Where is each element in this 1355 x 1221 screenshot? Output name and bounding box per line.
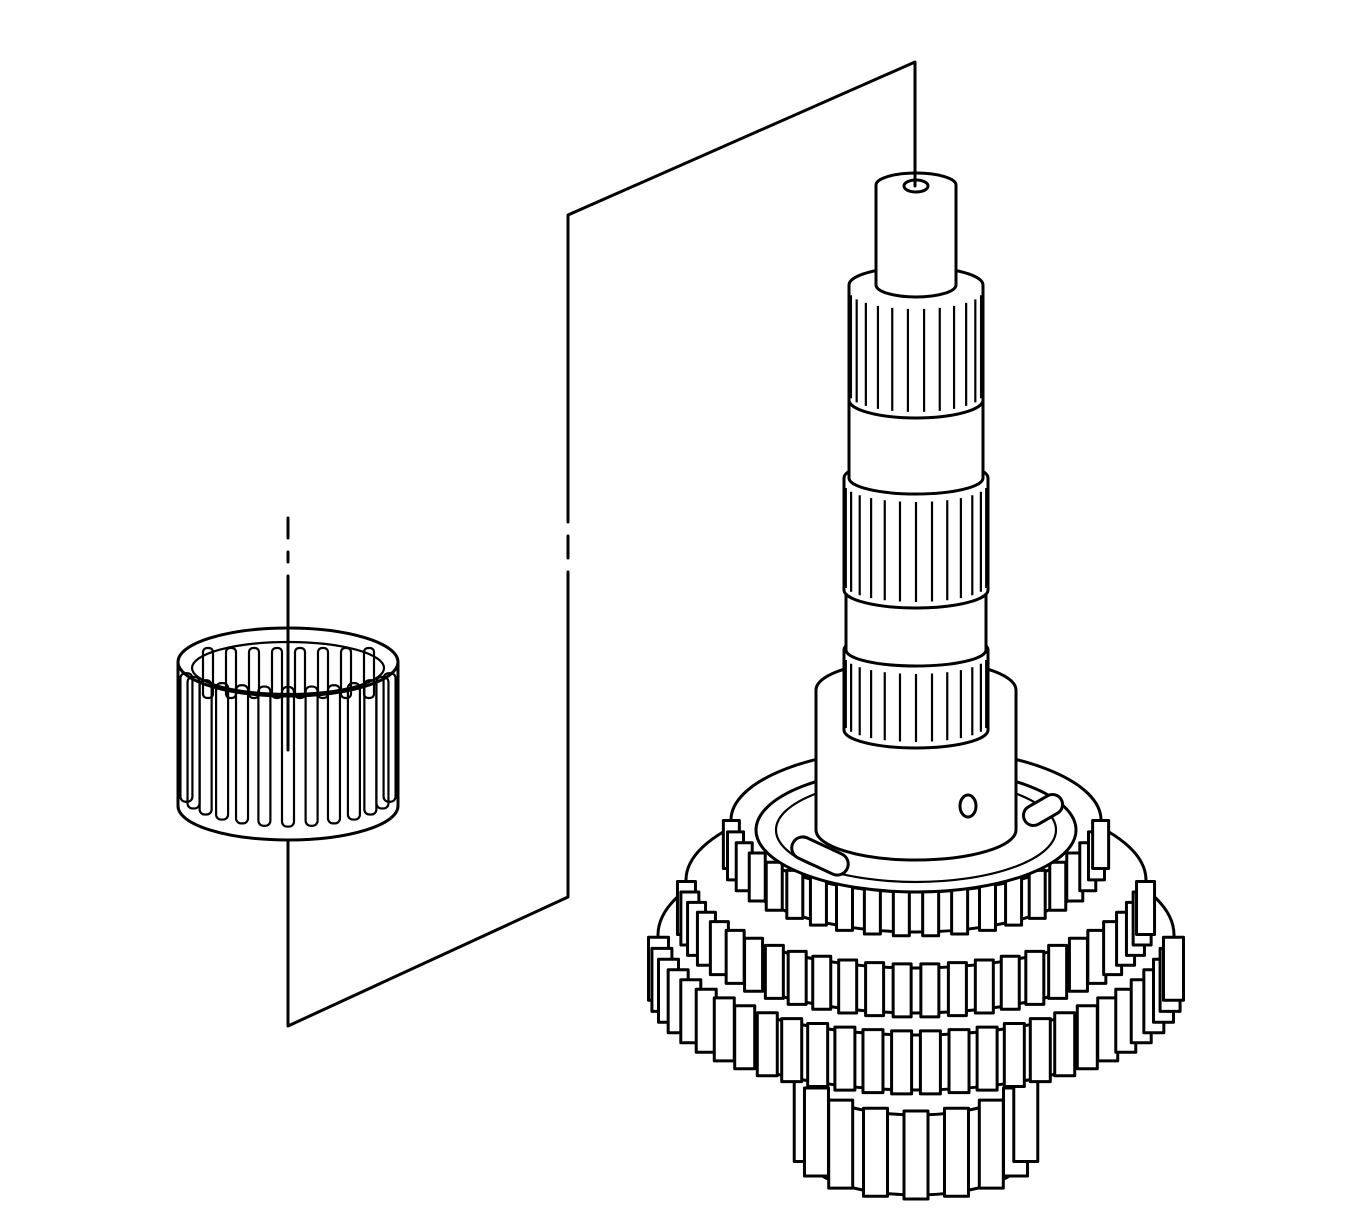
- gear-tooth: [862, 1106, 890, 1198]
- gear-tooth: [786, 949, 808, 1006]
- bearing-needle: [382, 672, 397, 803]
- needle-bearing: [176, 626, 400, 842]
- hub-oil-hole: [958, 793, 978, 819]
- gear-tooth: [1012, 1072, 1040, 1164]
- bearing-needle: [179, 672, 194, 803]
- gear-tooth: [946, 961, 968, 1018]
- gear-tooth: [891, 962, 913, 1019]
- gear-tooth: [891, 886, 911, 938]
- gear-tooth: [862, 884, 882, 936]
- gear-tooth: [1028, 1017, 1052, 1084]
- gear-tooth: [755, 1011, 779, 1078]
- gear-tooth: [1161, 935, 1185, 1002]
- bearing-needle-back: [224, 646, 238, 700]
- oil-slot: [790, 835, 850, 877]
- gear-tooth: [780, 1017, 804, 1084]
- bearing-needle-back: [247, 646, 261, 700]
- gear-tooth: [1048, 860, 1068, 912]
- gear-tooth: [890, 1029, 914, 1096]
- assembly-leader-line: [286, 60, 917, 1028]
- gear-tooth: [1053, 1011, 1077, 1078]
- bearing-needle-back: [201, 646, 215, 700]
- gear-tooth: [785, 868, 805, 920]
- gear-tooth: [918, 1029, 942, 1096]
- gear-tooth: [947, 1028, 971, 1095]
- gear-tooth: [827, 1098, 855, 1190]
- bearing-needle: [257, 685, 272, 827]
- gear-tooth: [1067, 936, 1089, 993]
- bearing-needle-back: [362, 646, 376, 700]
- gear-tooth: [864, 961, 886, 1018]
- bearing-needle-back: [270, 646, 284, 700]
- gear-tooth: [942, 1106, 970, 1198]
- bearing-needle: [214, 681, 230, 821]
- gear-tooth: [1002, 1021, 1026, 1088]
- gear-tooth: [806, 1021, 830, 1088]
- gear-tooth: [724, 928, 746, 985]
- bearing-needle: [375, 675, 390, 810]
- gear-tooth: [811, 954, 833, 1011]
- mainshaft: [814, 148, 1018, 862]
- gear-tooth: [733, 1004, 757, 1071]
- bearing-needle: [346, 681, 362, 821]
- bearing-needle-back: [293, 646, 307, 700]
- bearing-needle: [304, 685, 319, 827]
- gear-tooth: [975, 1025, 999, 1092]
- gear-tooth: [834, 880, 854, 932]
- gear-tooth: [1027, 868, 1047, 920]
- gear-tooth: [902, 1109, 930, 1201]
- bearing-needle-back: [316, 646, 330, 700]
- gear-tooth: [1075, 1004, 1099, 1071]
- gear-cluster: [647, 746, 1185, 1201]
- gear-tooth: [747, 851, 767, 903]
- gear-tooth: [919, 962, 941, 1019]
- gear-tooth: [743, 936, 765, 993]
- gear-tooth: [973, 958, 995, 1015]
- gear-tooth: [764, 860, 784, 912]
- gear-tooth: [1091, 819, 1111, 871]
- gear-tooth: [1047, 943, 1069, 1000]
- gear-tooth: [1024, 949, 1046, 1006]
- gear-tooth: [978, 880, 998, 932]
- gear-tooth: [1135, 880, 1157, 937]
- gear-tooth: [808, 875, 828, 927]
- gear-tooth: [999, 954, 1021, 1011]
- gear-tooth: [802, 1086, 830, 1178]
- gear-tooth: [1004, 875, 1024, 927]
- gear-tooth: [837, 958, 859, 1015]
- bearing-needle-back: [339, 646, 353, 700]
- bearing-needle: [234, 684, 250, 825]
- gear-tooth: [950, 884, 970, 936]
- gear-tooth: [921, 886, 941, 938]
- gear-tooth: [977, 1098, 1005, 1190]
- gear-tooth: [712, 996, 736, 1063]
- bearing-needle: [326, 684, 342, 825]
- oil-slot: [1021, 793, 1065, 827]
- gear-tooth: [833, 1025, 857, 1092]
- gear-tooth: [763, 943, 785, 1000]
- gear-tooth: [861, 1028, 885, 1095]
- bearing-needle: [198, 679, 213, 816]
